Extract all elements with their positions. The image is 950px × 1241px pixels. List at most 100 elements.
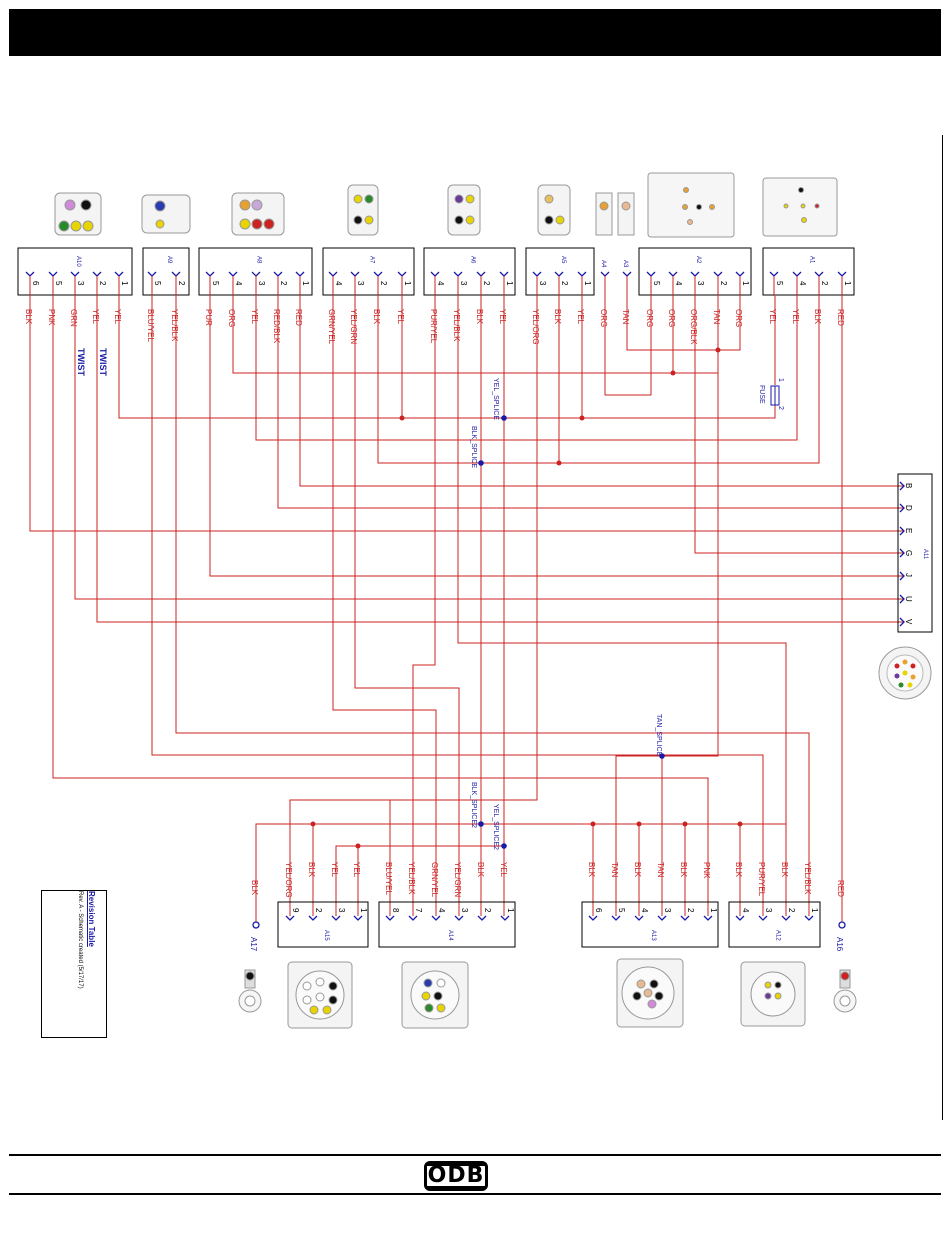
junction-dot <box>310 821 316 827</box>
wire-color-label: YEL <box>250 309 259 325</box>
wire-a4-org-to-a2 <box>604 296 652 396</box>
connector-id: A7 <box>369 256 375 264</box>
page-border-right <box>942 135 943 1120</box>
a6-connector-image <box>447 184 481 236</box>
pin-number: 3 <box>337 908 346 913</box>
pin-number: 3 <box>663 908 672 913</box>
pin-arrow <box>385 915 395 921</box>
connector-body <box>525 247 595 296</box>
wire-a10-6-blk-to-a11-e <box>29 296 904 532</box>
pin-arrow <box>588 915 598 921</box>
connector-id: A4 <box>600 260 606 268</box>
pin-arrow <box>251 271 261 277</box>
wire-color-label: TAN <box>610 862 619 878</box>
wire-color-label: PUR/YEL <box>757 862 766 897</box>
wire-color-label: PUR <box>204 309 213 326</box>
pin-arrow <box>328 271 338 277</box>
terminal-a16: RED A16 <box>835 880 846 952</box>
junction-dot <box>682 821 688 827</box>
pin-number: 3 <box>460 908 469 913</box>
connector-id: A8 <box>256 256 262 264</box>
blk-splice2-dot <box>478 821 484 827</box>
wire-a7-4-grnyel-to-a14-4 <box>332 296 437 916</box>
pin-arrow <box>476 271 486 277</box>
pin-arrow <box>228 271 238 277</box>
wire-color-label: TAN <box>712 309 721 325</box>
pin-arrow <box>431 915 441 921</box>
wire-color-label: YEL <box>352 862 361 878</box>
a13-connector-image <box>616 958 684 1028</box>
terminal-a16-wire: RED <box>836 880 845 897</box>
pin-number: 1 <box>301 281 310 286</box>
twist-label: TWIST <box>98 348 108 376</box>
pin-arrow <box>408 915 418 921</box>
pin-number: 4 <box>674 281 683 286</box>
pin-number: 2 <box>379 281 388 286</box>
footer-rule-bottom <box>9 1193 941 1195</box>
connector-id: A2 <box>695 256 701 264</box>
pin-number: 3 <box>459 281 468 286</box>
connector-body <box>277 901 369 948</box>
pin-arrow <box>899 503 905 513</box>
pin-number: 4 <box>741 908 750 913</box>
pin-number: 1 <box>810 908 819 913</box>
wire-color-label: ORG <box>734 309 743 327</box>
wire-color-label: RED/BLK <box>272 309 281 344</box>
pin-letter: D <box>904 505 913 511</box>
junction-dot <box>590 821 596 827</box>
pin-number: 1 <box>506 908 515 913</box>
wire-a3-tan-to-a2 <box>626 296 741 351</box>
wire-a10-2-yel-to-a11-v <box>96 296 904 623</box>
pin-arrow <box>611 915 621 921</box>
pin-number: 3 <box>538 281 547 286</box>
pin-arrow <box>295 271 305 277</box>
wire-color-label: YEL/BLK <box>452 309 461 342</box>
connector-body <box>728 901 821 948</box>
wire-blk-bus-bottom <box>255 823 786 922</box>
wire-color-label: PNK <box>702 862 711 879</box>
wire-color-label: BLK <box>24 309 33 325</box>
blk-splice-dot <box>478 460 484 466</box>
wire-color-label: ORG <box>599 309 608 327</box>
pin-number: 1 <box>359 908 368 913</box>
junction-dot <box>556 460 562 466</box>
pin-arrow <box>680 915 690 921</box>
splice-dots <box>478 415 665 849</box>
wire-color-label: BLK <box>587 862 596 878</box>
wire-a2-2-tan-to-tan-splice <box>615 296 719 916</box>
revision-table: Revision Table Rev. A - Schematic create… <box>41 890 107 1038</box>
a14-connector-image <box>401 961 469 1029</box>
wire-color-label: GRN/YEL <box>327 309 336 345</box>
pin-number: 5 <box>211 281 220 286</box>
connector-body <box>378 901 516 948</box>
pin-number: 1 <box>120 281 129 286</box>
pin-number: 7 <box>414 908 423 913</box>
connector-body <box>762 247 855 296</box>
connector-id: A12 <box>775 930 781 941</box>
pin-letter: B <box>904 483 913 488</box>
pin-number: 1 <box>505 281 514 286</box>
pin-number: 5 <box>54 281 63 286</box>
a2-connector-image <box>647 172 735 238</box>
pin-arrow <box>899 594 905 604</box>
pin-number: 5 <box>617 908 626 913</box>
wire-color-label: YEL/GRN <box>453 862 462 897</box>
connector-a14: A148BLU/YEL7YEL/BLK4GRN/YEL3YEL/GRN2BLK1… <box>378 862 516 948</box>
connector-a11-body <box>897 473 933 633</box>
junction-dot <box>399 415 405 421</box>
connector-body <box>142 247 190 296</box>
wire-color-label: BLK <box>679 862 688 878</box>
pin-number: 3 <box>696 281 705 286</box>
terminal-a17-id: A17 <box>249 937 258 952</box>
pin-number: 3 <box>764 908 773 913</box>
pin-arrow <box>600 271 610 277</box>
terminal-a17-wire: BLK <box>250 880 259 896</box>
pin-number: 2 <box>314 908 323 913</box>
wire-color-label: BLU/YEL <box>384 862 393 895</box>
wire-color-label: RED <box>836 309 845 326</box>
